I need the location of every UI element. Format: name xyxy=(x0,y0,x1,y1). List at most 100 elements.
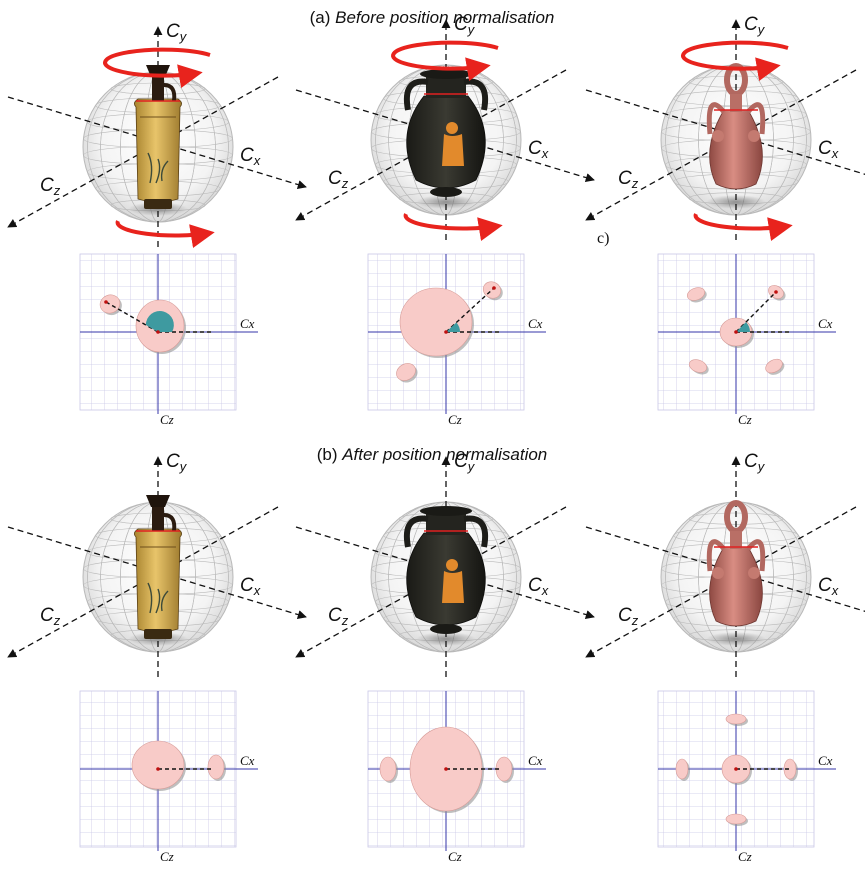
flask-loop-right xyxy=(746,539,766,572)
before-plot-label-cz-flask: Cz xyxy=(738,412,752,427)
amphora-handle-right xyxy=(463,78,488,111)
lekythos-handle xyxy=(163,513,177,532)
before-center-dot-lekythos xyxy=(156,330,160,334)
before-rotation-arrow-bottom-flask xyxy=(693,213,793,241)
after-shadow-amphora xyxy=(416,632,476,646)
after-plot-label-cz-lekythos: Cz xyxy=(160,849,174,864)
before-plot-label-cx-flask: Cx xyxy=(818,316,833,331)
before-center-dot-flask xyxy=(734,330,738,334)
lekythos-decoration xyxy=(147,582,169,614)
amphora-handle-left xyxy=(404,78,429,111)
lekythos-neck xyxy=(152,75,164,101)
after-blob-flask-3 xyxy=(725,713,747,725)
after-label-cy-amphora: Cy xyxy=(454,451,476,474)
amphora-figure-head xyxy=(446,122,458,134)
flask-body xyxy=(709,546,763,627)
lekythos-body xyxy=(134,528,182,633)
before-plot-ray-amphora xyxy=(445,287,495,333)
after-label-cx-flask: Cx xyxy=(818,575,839,598)
amphora-rim xyxy=(420,69,472,79)
before-plot-label-cx-lekythos: Cx xyxy=(240,316,255,331)
before-center-dot-amphora xyxy=(444,330,448,334)
flask-loop-left xyxy=(706,102,726,135)
after-blob-amphora-1 xyxy=(379,756,397,782)
before-ray-end-lekythos xyxy=(104,300,108,304)
lekythos-neck xyxy=(152,505,164,531)
after-blob-lekythos-1 xyxy=(207,754,225,780)
amphora-foot xyxy=(430,624,462,634)
before-ray-end-flask xyxy=(774,290,778,294)
flask-neck xyxy=(730,94,742,112)
before-blob-flask-1 xyxy=(686,287,706,301)
after-plot-label-cx-lekythos: Cx xyxy=(240,753,255,768)
after-center-dot-lekythos xyxy=(156,767,160,771)
after-blob-lekythos-0 xyxy=(131,740,185,790)
lekythos-foot xyxy=(144,199,172,209)
after-blob-flask-2 xyxy=(783,758,797,780)
flask-bump-right xyxy=(748,567,760,579)
flask-loop-right xyxy=(746,102,766,135)
before-label-cy-amphora: Cy xyxy=(454,14,476,37)
amphora-rim xyxy=(420,506,472,516)
after-shadow-flask xyxy=(706,632,766,646)
before-blob-flask-4 xyxy=(765,358,783,374)
before-blob-flask-3 xyxy=(688,359,708,373)
lekythos-foot xyxy=(144,629,172,639)
before-label-cx-lekythos: Cx xyxy=(240,145,261,168)
after-label-cz-lekythos: Cz xyxy=(40,605,61,628)
before-ray-end-amphora xyxy=(492,286,496,290)
before-rotation-arrows-flask xyxy=(681,40,793,241)
before-rotation-arrow-top-lekythos xyxy=(103,47,211,89)
lekythos-body xyxy=(134,98,182,203)
after-blob-flask-4 xyxy=(725,813,747,825)
before-blob-amphora-0 xyxy=(399,287,473,357)
side-label-c: c) xyxy=(597,230,609,247)
before-label-cx-flask: Cx xyxy=(818,138,839,161)
before-rotation-arrows-lekythos xyxy=(103,47,215,248)
before-rotation-arrow-bottom-amphora xyxy=(403,213,503,241)
before-label-cx-amphora: Cx xyxy=(528,138,549,161)
before-label-cy-lekythos: Cy xyxy=(166,21,188,44)
after-plot-label-cz-flask: Cz xyxy=(738,849,752,864)
amphora-figure-head xyxy=(446,559,458,571)
before-label-cz-amphora: Cz xyxy=(328,168,349,191)
amphora-handle-right xyxy=(463,515,488,548)
before-blob-amphora-2 xyxy=(396,363,416,381)
lekythos-decoration xyxy=(147,152,169,184)
caption-before: (a) Before position normalisation xyxy=(310,8,555,27)
caption-after: (b) After position normalisation xyxy=(317,445,548,464)
after-label-cz-flask: Cz xyxy=(618,605,639,628)
before-rotation-arrow-bottom-lekythos xyxy=(115,220,215,248)
before-blob-lekythos-1 xyxy=(99,294,121,314)
before-plot-ray-lekythos xyxy=(105,301,159,333)
after-label-cy-lekythos: Cy xyxy=(166,451,188,474)
lekythos-handle xyxy=(163,83,177,102)
after-blob-flask-1 xyxy=(675,758,689,780)
amphora-neck xyxy=(426,76,466,98)
after-label-cy-flask: Cy xyxy=(744,451,766,474)
before-plot-label-cx-amphora: Cx xyxy=(528,316,543,331)
before-angle-wedge-lekythos xyxy=(145,311,174,332)
after-plot-label-cz-amphora: Cz xyxy=(448,849,462,864)
before-plot-label-cz-amphora: Cz xyxy=(448,412,462,427)
before-label-cz-lekythos: Cz xyxy=(40,175,61,198)
before-rotation-arrow-top-flask xyxy=(681,40,789,82)
before-angle-wedge-flask xyxy=(736,322,750,332)
amphora-foot xyxy=(430,187,462,197)
after-label-cz-amphora: Cz xyxy=(328,605,349,628)
before-label-cy-flask: Cy xyxy=(744,14,766,37)
amphora-figure-body xyxy=(442,134,464,166)
